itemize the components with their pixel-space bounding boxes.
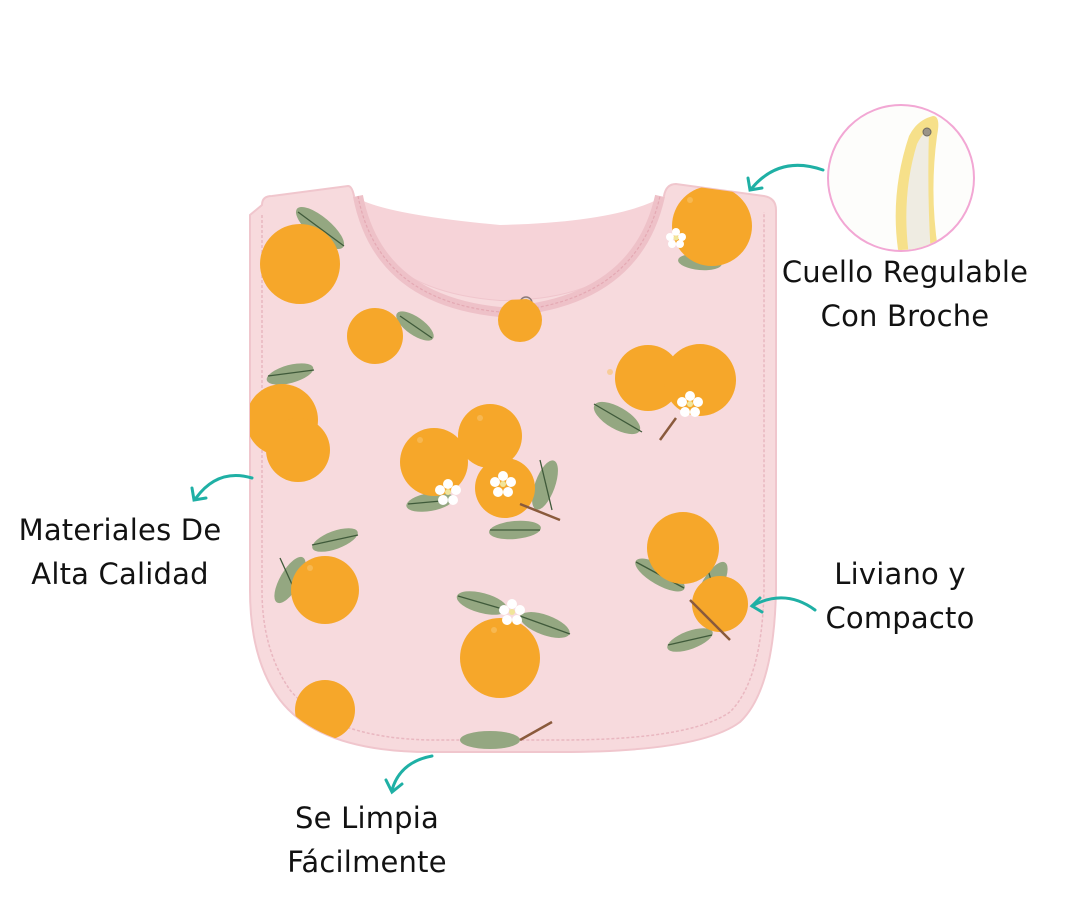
feature-high-quality-materials: Materiales De Alta Calidad (0, 508, 240, 596)
feature-light-compact: Liviano y Compacto (800, 552, 1000, 640)
collar-detail-inset (827, 104, 975, 252)
feature-line: Alta Calidad (31, 557, 209, 591)
feature-line: Se Limpia (295, 801, 439, 835)
feature-line: Compacto (825, 601, 975, 635)
feature-line: Fácilmente (287, 845, 447, 879)
orange-print (250, 186, 752, 749)
feature-line: Liviano y (834, 557, 966, 591)
feature-line: Con Broche (820, 299, 990, 333)
feature-line: Cuello Regulable (781, 255, 1029, 289)
arrow-collar-icon (746, 163, 825, 192)
strap-closeup-image (895, 116, 939, 250)
feature-easy-clean: Se Limpia Fácilmente (262, 796, 472, 884)
arrow-light-icon (749, 596, 817, 614)
callout-arrows (190, 163, 825, 795)
arrow-clean-icon (384, 754, 434, 795)
feature-adjustable-collar: Cuello Regulable Con Broche (770, 250, 1040, 338)
feature-line: Materiales De (18, 513, 222, 547)
arrow-material-icon (190, 474, 254, 502)
snap-icon (922, 127, 932, 137)
